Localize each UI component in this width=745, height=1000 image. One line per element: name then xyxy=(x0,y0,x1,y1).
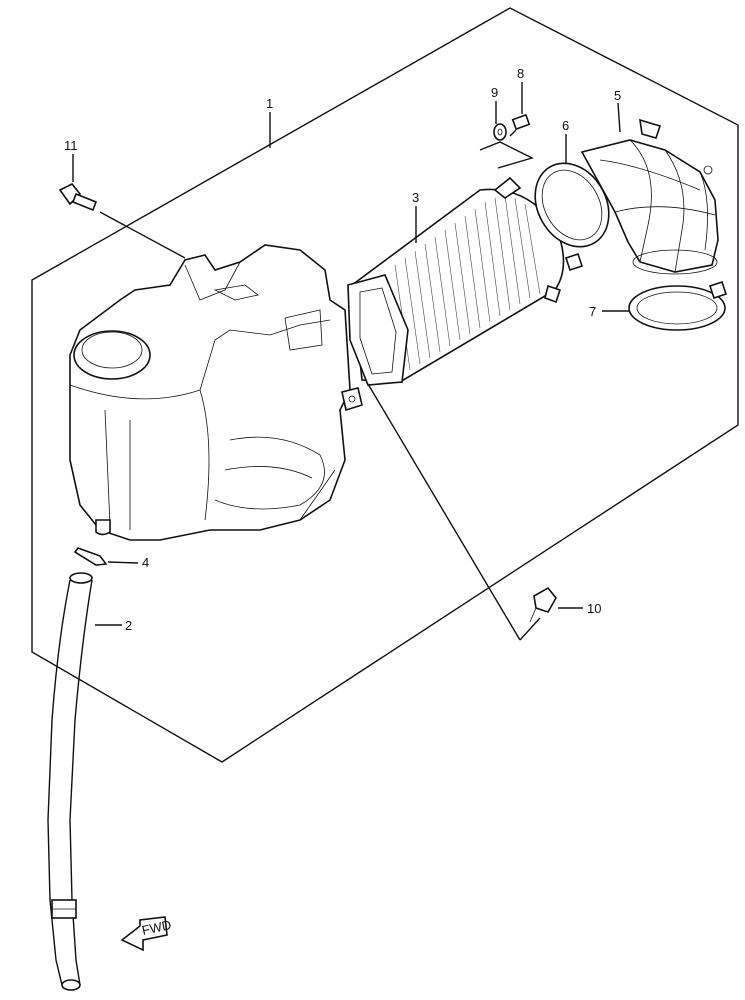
callout-10: 10 xyxy=(587,601,601,616)
callout-9: 9 xyxy=(491,85,498,100)
air-cleaner-case xyxy=(69,244,363,541)
fwd-label: FWD xyxy=(141,917,173,938)
washer-9 xyxy=(493,123,507,141)
bolt-11 xyxy=(58,182,98,212)
callout-8: 8 xyxy=(517,66,524,81)
forward-arrow-indicator: FWD xyxy=(120,916,173,952)
clip-4 xyxy=(73,547,108,566)
drain-hose xyxy=(47,572,93,991)
callout-labels: 1 2 3 4 5 6 7 8 9 10 11 xyxy=(64,66,621,633)
assembly-boundary xyxy=(31,7,739,763)
callout-3: 3 xyxy=(412,190,419,205)
clamp-ring-7 xyxy=(628,280,728,331)
clamp-ring-6 xyxy=(534,162,610,272)
callout-5: 5 xyxy=(614,88,621,103)
callout-4: 4 xyxy=(142,555,149,570)
intake-duct xyxy=(580,118,719,275)
callout-11: 11 xyxy=(64,138,78,153)
bolt-8 xyxy=(509,113,531,137)
callout-1: 1 xyxy=(266,96,273,111)
callout-2: 2 xyxy=(125,618,132,633)
clip-10 xyxy=(529,586,557,623)
callout-6: 6 xyxy=(562,118,569,133)
callout-7: 7 xyxy=(589,304,596,319)
leader-lines xyxy=(72,82,630,641)
filter-element xyxy=(347,176,565,386)
